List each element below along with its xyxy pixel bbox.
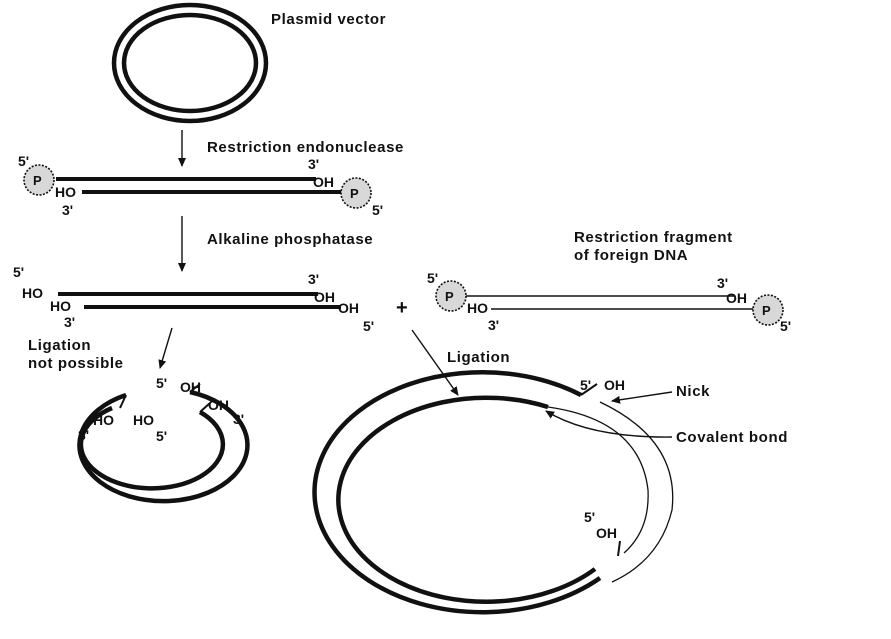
linear-vector-dephosphorylated (58, 292, 341, 309)
phosphate-left-label: P (33, 173, 42, 188)
plus-sign: + (396, 297, 408, 319)
end-3prime: 3' (488, 317, 499, 333)
ligation-not-possible-label-1: Ligation (28, 337, 91, 354)
strand-end-tick (189, 383, 201, 393)
phosphate-left (435, 280, 467, 312)
end-oh: OH (726, 290, 747, 306)
end-5prime: 5' (18, 153, 29, 169)
recircularized-vector-gapped (77, 383, 250, 504)
alkaline-phosphatase-label: Alkaline phosphatase (207, 231, 373, 248)
end-oh: OH (604, 377, 625, 393)
end-5prime: 5' (363, 318, 374, 334)
restriction-fragment-label-1: Restriction fragment (574, 229, 733, 246)
no-ligation-arrow (158, 327, 173, 369)
strand-end-tick (199, 402, 211, 413)
end-oh: OH (180, 379, 201, 395)
end-5prime: 5' (580, 377, 591, 393)
end-5prime: 5' (780, 318, 791, 334)
end-ho: HO (133, 412, 154, 428)
plasmid-vector (111, 2, 269, 124)
covalent-bond-label: Covalent bond (676, 429, 788, 446)
phosphate-right-label: P (350, 186, 359, 201)
foreign-dna-fragment: P P (435, 280, 784, 326)
phosphate-left (23, 164, 55, 196)
end-5prime: 5' (156, 375, 167, 391)
strand-end-tick (119, 394, 127, 409)
plasmid-outer-strand (111, 2, 269, 124)
end-oh: OH (313, 174, 334, 190)
recombinant-plasmid (312, 369, 674, 615)
end-3prime: 3' (233, 411, 244, 427)
linear-vector-phosphorylated: P P (23, 164, 372, 209)
end-5prime: 5' (156, 428, 167, 444)
phosphate-right (340, 177, 372, 209)
end-ho: HO (50, 298, 71, 314)
end-5prime: 5' (372, 202, 383, 218)
end-ho: HO (22, 285, 43, 301)
nick-pointer (611, 391, 673, 404)
end-5prime: 5' (13, 264, 24, 280)
end-ho: HO (55, 184, 76, 200)
end-oh: OH (596, 525, 617, 541)
end-ho: HO (467, 300, 488, 316)
phosphate-right-label: P (762, 303, 771, 318)
end-ho: HO (93, 412, 114, 428)
end-oh: OH (314, 289, 335, 305)
end-3prime: 3' (62, 202, 73, 218)
covalent-bond-pointer (545, 410, 673, 438)
ligation-not-possible-label-2: not possible (28, 355, 124, 372)
end-3prime: 3' (308, 271, 319, 287)
nick-label: Nick (676, 383, 710, 400)
ligation-arrow (411, 329, 459, 396)
end-5prime: 5' (584, 509, 595, 525)
plasmid-inner-strand (121, 12, 259, 114)
strand-end-tick (617, 540, 621, 557)
end-oh: OH (208, 397, 229, 413)
phosphate-left-label: P (445, 289, 454, 304)
end-3prime: 3' (64, 314, 75, 330)
end-5prime: 5' (427, 270, 438, 286)
insert-outer-strand (599, 401, 674, 583)
end-3prime: 3' (717, 275, 728, 291)
ligation-label: Ligation (447, 349, 510, 366)
end-3prime: 3' (308, 156, 319, 172)
restriction-endonuclease-label: Restriction endonuclease (207, 139, 404, 156)
vector-outer-strand (312, 369, 602, 615)
restriction-fragment-label-2: of foreign DNA (574, 247, 688, 264)
vector-inner-strand (336, 395, 597, 604)
inner-strand (78, 405, 226, 491)
insert-inner-strand (547, 406, 649, 554)
phosphate-right (752, 294, 784, 326)
end-oh: OH (338, 300, 359, 316)
end-3prime: 3' (78, 427, 89, 443)
plasmid-vector-label: Plasmid vector (271, 11, 386, 28)
strand-end-tick (580, 383, 598, 396)
